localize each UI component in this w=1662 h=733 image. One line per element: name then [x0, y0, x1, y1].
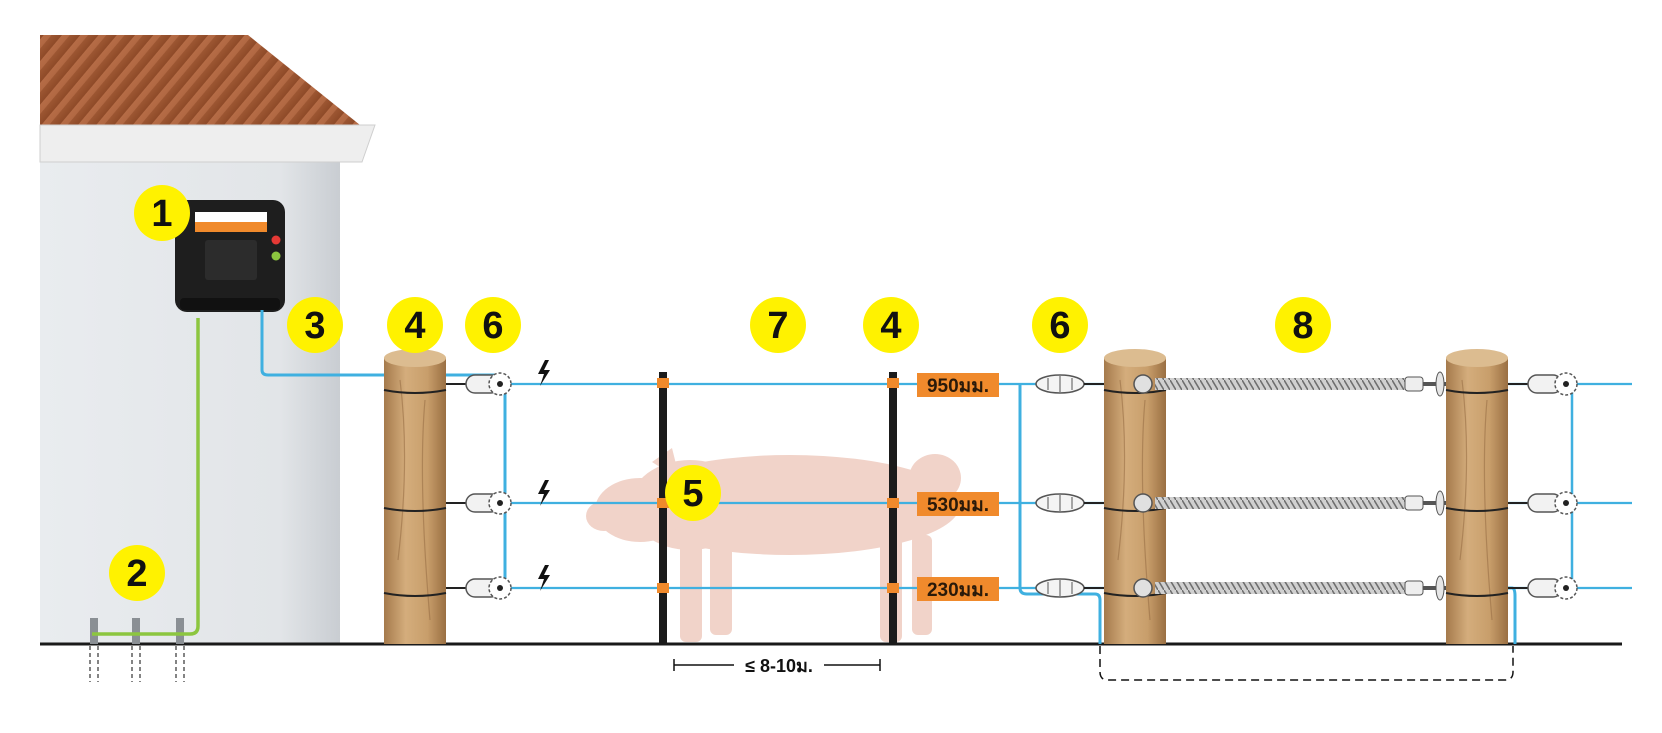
- badge-insulator-right: 6: [1032, 297, 1088, 353]
- height-tag-bottom: 230มม.: [917, 577, 999, 601]
- lightning-bolt-icon: [538, 480, 550, 506]
- spring-tensioner-icon: [1133, 575, 1446, 601]
- badge-post-left-label: 4: [404, 305, 425, 347]
- ring-insulator-icon: [446, 491, 512, 515]
- badge-post-left: 4: [387, 297, 443, 353]
- badge-pigtail-post: 5: [665, 465, 721, 521]
- post-spacing-dimension: ≤ 8-10ม.: [673, 656, 881, 676]
- badge-strain-section-label: 8: [1292, 305, 1313, 347]
- height-label-middle: 530มม.: [927, 495, 989, 516]
- ring-insulator-icon: [446, 372, 512, 396]
- badge-post-mid: 4: [863, 297, 919, 353]
- badge-insulator-left: 6: [465, 297, 521, 353]
- lightning-bolt-icon: [538, 360, 550, 386]
- spring-tensioner-icon: [1133, 371, 1446, 397]
- badge-wire-label: 7: [767, 305, 788, 347]
- height-label-bottom: 230มม.: [927, 580, 989, 601]
- badge-wire: 7: [750, 297, 806, 353]
- strain-insulator-icon: [1035, 374, 1104, 394]
- height-tag-top: 950มม.: [917, 373, 999, 397]
- ring-insulator-icon: [1508, 576, 1578, 600]
- badge-insulator-right-label: 6: [1049, 305, 1070, 347]
- ring-insulator-icon: [446, 576, 512, 600]
- earth-rod-icon: [131, 618, 141, 682]
- fence-post-steel: [887, 372, 899, 644]
- badge-energizer-label: 1: [151, 193, 172, 235]
- fence-post-pigtail: [657, 372, 669, 644]
- ring-insulator-icon: [1508, 491, 1578, 515]
- roof-gutter: [39, 124, 376, 163]
- badge-pigtail-post-label: 5: [682, 473, 703, 515]
- badge-post-mid-label: 4: [880, 305, 901, 347]
- ring-insulator-icon: [1508, 372, 1578, 396]
- badge-lead-out-label: 3: [304, 305, 325, 347]
- strain-insulator-icon: [1035, 578, 1104, 598]
- earth-rod-icon: [89, 618, 99, 682]
- wood-post-strain-2: [1445, 349, 1509, 644]
- earth-wire: [92, 318, 200, 636]
- earth-rod-icon: [175, 618, 185, 682]
- badge-insulator-left-label: 6: [482, 305, 503, 347]
- underground-link-bracket: [1099, 646, 1514, 681]
- height-label-top: 950มม.: [927, 376, 989, 397]
- spring-tensioner-icon: [1133, 490, 1446, 516]
- badge-lead-out: 3: [287, 297, 343, 353]
- badge-strain-section: 8: [1275, 297, 1331, 353]
- wood-post-left: [383, 349, 447, 644]
- badge-earth-label: 2: [126, 553, 147, 595]
- badge-earth: 2: [109, 545, 165, 601]
- roof-icon: [40, 35, 360, 125]
- jumper-wire-right-section: [1018, 384, 1102, 644]
- height-tag-middle: 530มม.: [917, 492, 999, 516]
- fence-energizer-icon: [175, 200, 285, 312]
- lightning-bolt-icon: [538, 565, 550, 591]
- pig-icon: [586, 448, 961, 642]
- strain-insulator-icon: [1035, 493, 1104, 513]
- post-spacing-label: ≤ 8-10ม.: [745, 656, 813, 676]
- badge-energizer: 1: [134, 185, 190, 241]
- wood-post-strain-1: [1103, 349, 1167, 644]
- earth-rods: [89, 618, 185, 682]
